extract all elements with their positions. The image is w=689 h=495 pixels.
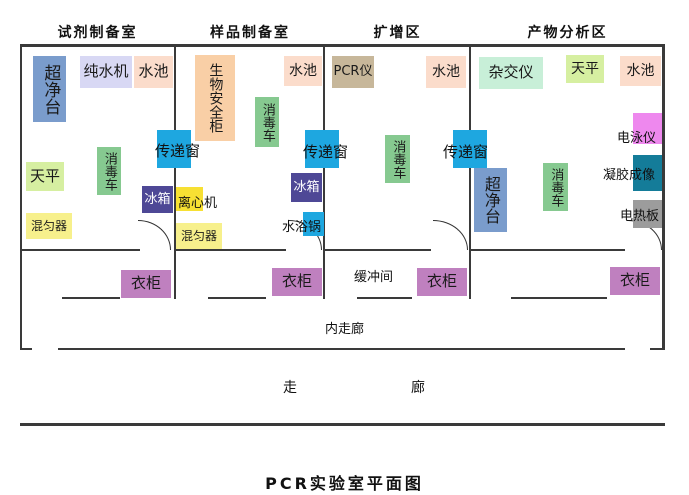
sink: 水池 xyxy=(134,56,173,88)
bottom-wall-mid xyxy=(58,348,625,350)
pass-window-2 xyxy=(305,130,339,168)
scale: 天平 xyxy=(566,55,604,83)
anteroom-divider-1 xyxy=(174,249,176,299)
wardrobe-3: 衣柜 xyxy=(417,268,467,296)
pass-window-1-label: 传递窗 xyxy=(155,142,201,160)
bottom-wall-right xyxy=(650,348,665,350)
wardrobe-4: 衣柜 xyxy=(610,267,660,295)
room-header-amplification: 扩增区 xyxy=(373,25,422,41)
room-header-sample: 样品制备室 xyxy=(210,25,290,41)
door-room1[interactable] xyxy=(138,220,171,250)
room-bottom-wall-1 xyxy=(20,249,140,251)
centrifuge-bar xyxy=(176,187,203,211)
pcr-machine: PCR仪 xyxy=(332,56,374,88)
disinfection-cart: 消毒车 xyxy=(543,163,568,211)
door-room3[interactable] xyxy=(433,220,468,250)
gel-imager-label: 凝胶成像 xyxy=(603,168,656,183)
room-header-reagent: 试剂制备室 xyxy=(57,25,138,41)
ultra-clean-bench: 超净台 xyxy=(474,168,507,232)
fridge: 冰箱 xyxy=(142,186,173,213)
room-header-analysis: 产物分析区 xyxy=(527,25,608,41)
heat-plate-label: 电热板 xyxy=(620,209,660,224)
room-bottom-wall-2 xyxy=(174,249,286,251)
outer-corridor-label-right: 廊 xyxy=(411,380,425,396)
inner-corridor-wall-c xyxy=(357,297,412,299)
wardrobe-2: 衣柜 xyxy=(272,268,322,296)
water-bath-bar xyxy=(303,212,324,236)
hybridization-oven: 杂交仪 xyxy=(479,57,543,89)
heat-plate-bar xyxy=(633,200,662,228)
scale: 天平 xyxy=(26,162,64,191)
electrophoresis-bar xyxy=(633,113,662,144)
sink: 水池 xyxy=(620,56,661,86)
room-bottom-wall-4 xyxy=(469,249,625,251)
biosafety-cabinet: 生物安全柜 xyxy=(195,55,235,141)
disinfection-cart: 消毒车 xyxy=(385,135,410,183)
bottom-wall-left xyxy=(20,348,32,350)
anteroom-divider-3 xyxy=(469,249,471,299)
pass-window-1 xyxy=(157,130,191,168)
inner-corridor-wall-a xyxy=(62,297,120,299)
sink: 水池 xyxy=(426,56,466,88)
disinfection-cart: 消毒车 xyxy=(255,97,279,147)
room-bottom-wall-3 xyxy=(323,249,431,251)
inner-corridor-wall-d xyxy=(511,297,607,299)
right-wall xyxy=(662,44,665,350)
ultra-clean-bench: 超净台 xyxy=(33,56,66,122)
pass-window-3 xyxy=(453,130,487,168)
top-wall xyxy=(20,44,665,47)
electrophoresis-label: 电泳仪 xyxy=(617,131,657,146)
diagram-caption: PCR实验室平面图 xyxy=(265,474,424,493)
outer-corridor-wall xyxy=(20,423,665,426)
pass-window-2-label: 传递窗 xyxy=(303,143,349,161)
sink: 水池 xyxy=(284,56,322,86)
mixer: 混匀器 xyxy=(176,223,222,249)
buffer-room-label: 缓冲间 xyxy=(354,270,394,285)
anteroom-divider-2 xyxy=(323,249,325,299)
inner-corridor-label: 内走廊 xyxy=(325,322,365,337)
gel-imager-bar xyxy=(633,155,662,191)
fridge: 冰箱 xyxy=(291,173,322,202)
inner-corridor-wall-b xyxy=(208,297,266,299)
mixer: 混匀器 xyxy=(26,213,72,239)
pass-window-3-label: 传递窗 xyxy=(443,143,489,161)
wardrobe-1: 衣柜 xyxy=(121,270,171,298)
disinfection-cart: 消毒车 xyxy=(97,147,121,195)
left-wall xyxy=(20,44,22,350)
outer-corridor-label-left: 走 xyxy=(283,380,297,396)
water-bath-label: 水浴锅 xyxy=(282,220,322,235)
centrifuge-label: 离心机 xyxy=(178,196,218,211)
water-purifier: 纯水机 xyxy=(80,56,132,88)
